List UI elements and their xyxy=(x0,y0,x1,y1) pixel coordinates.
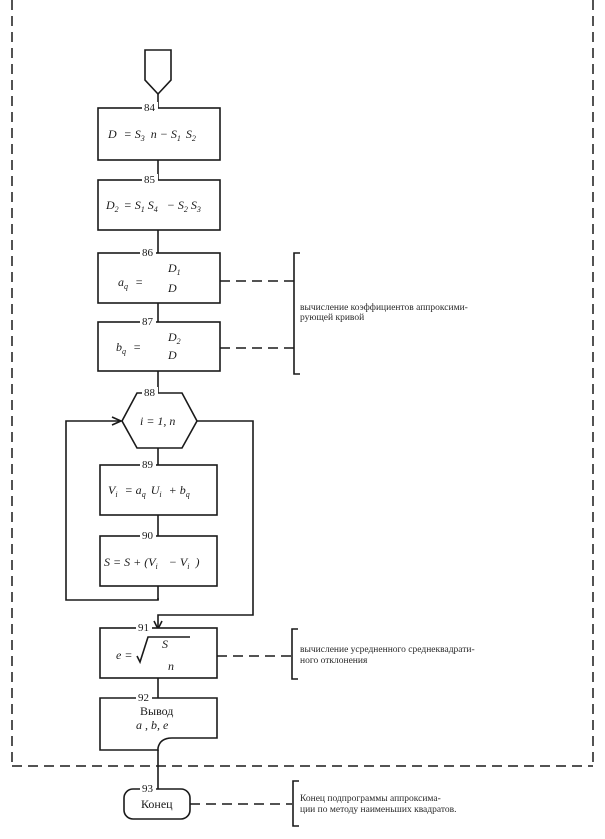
comment-coefficients-line2: рующей кривой xyxy=(300,312,364,323)
comment-end-line2: ции по методу наименьших квадратов. xyxy=(300,805,456,815)
formula-89: Vi = aq Ui + bq xyxy=(108,483,190,500)
terminator-label: Конец xyxy=(141,797,173,811)
comment-rms-line2: ного отклонения xyxy=(300,656,368,666)
block-number-90: 90 xyxy=(142,530,154,542)
formula-84: D = S3 n − S1 S2 xyxy=(107,127,196,144)
block-91: 91 e = S n xyxy=(99,622,218,679)
formula-87-denominator: D xyxy=(167,348,177,362)
block-number-91: 91 xyxy=(138,622,149,634)
comment-coefficients-line1: вычисление коэффициентов аппроксими- xyxy=(300,302,468,313)
comment-end: Конец подпрограммы аппроксима- ции по ме… xyxy=(190,780,456,827)
formula-85: D2 = S1 S4 − S2 S3 xyxy=(105,198,201,215)
loop-arrowhead xyxy=(111,416,123,426)
formula-91-denominator: n xyxy=(168,659,174,673)
block-86: 86 aq = D1 D xyxy=(97,247,221,304)
block-number-88: 88 xyxy=(144,387,156,399)
formula-91-numerator: S xyxy=(162,637,168,651)
output-label: Вывод xyxy=(140,704,173,718)
block-88-loop: 88 i = 1, n xyxy=(121,387,198,449)
block-90: 90 S = S + (Vi − Vi ) xyxy=(99,530,218,587)
block-89: 89 Vi = aq Ui + bq xyxy=(99,459,218,516)
output-vars: a , b, e xyxy=(136,718,169,732)
formula-86-denominator: D xyxy=(167,281,177,295)
block-number-89: 89 xyxy=(142,459,154,471)
comment-end-line1: Конец подпрограммы аппроксима- xyxy=(300,794,441,804)
formula-86-lhs: aq = xyxy=(118,275,143,292)
comment-rms-line1: вычисление усредненного среднеквадрати- xyxy=(300,645,475,655)
block-number-92: 92 xyxy=(138,692,149,704)
formula-90: S = S + (Vi − Vi ) xyxy=(104,555,199,572)
block-93-terminator: 93 Конец xyxy=(123,783,191,820)
comment-rms: вычисление усредненного среднеквадрати- … xyxy=(217,628,475,680)
subroutine-frame xyxy=(11,0,594,767)
formula-87-lhs: bq = xyxy=(116,340,141,357)
block-number-93: 93 xyxy=(142,783,154,795)
formula-91-lhs: e = xyxy=(116,648,132,662)
formula-87-numerator: D2 xyxy=(167,330,181,346)
comment-coefficients: вычисление коэффициентов аппроксими- рую… xyxy=(220,252,468,375)
block-87: 87 bq = D2 D xyxy=(97,316,221,372)
block-92-output: 92 Вывод a , b, e xyxy=(99,692,218,751)
block-number-86: 86 xyxy=(142,247,154,259)
block-84: 84 D = S3 n − S1 S2 xyxy=(97,102,221,161)
sqrt-sign-icon xyxy=(136,636,190,665)
loop-exit-line xyxy=(157,420,254,628)
block-number-84: 84 xyxy=(144,102,156,114)
block-number-87: 87 xyxy=(142,316,154,328)
formula-86-numerator: D1 xyxy=(167,261,181,277)
block-85: 85 D2 = S1 S4 − S2 S3 xyxy=(97,174,221,231)
loop-condition: i = 1, n xyxy=(140,414,175,428)
block-number-85: 85 xyxy=(144,174,156,186)
entry-connector xyxy=(144,49,172,96)
